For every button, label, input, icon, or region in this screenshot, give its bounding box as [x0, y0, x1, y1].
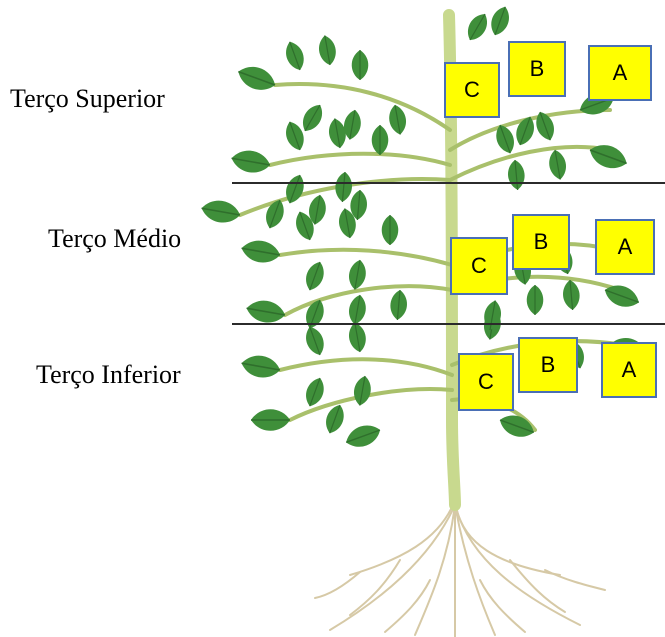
- marker-upper-c: C: [444, 62, 500, 118]
- leaves: [198, 3, 648, 453]
- marker-middle-b: B: [512, 214, 570, 270]
- label-terco-medio: Terço Médio: [48, 224, 182, 253]
- label-terco-inferior: Terço Inferior: [36, 360, 181, 389]
- divider-middle-lower: [232, 323, 665, 325]
- divider-upper-middle: [232, 182, 665, 184]
- marker-lower-b: B: [518, 337, 578, 393]
- marker-middle-a: A: [595, 219, 655, 275]
- marker-upper-b: B: [508, 41, 566, 97]
- marker-middle-c: C: [450, 237, 508, 295]
- marker-lower-c: C: [458, 353, 514, 411]
- label-terco-superior: Terço Superior: [10, 84, 165, 113]
- marker-upper-a: A: [588, 45, 652, 101]
- roots: [314, 499, 606, 637]
- marker-lower-a: A: [601, 342, 657, 398]
